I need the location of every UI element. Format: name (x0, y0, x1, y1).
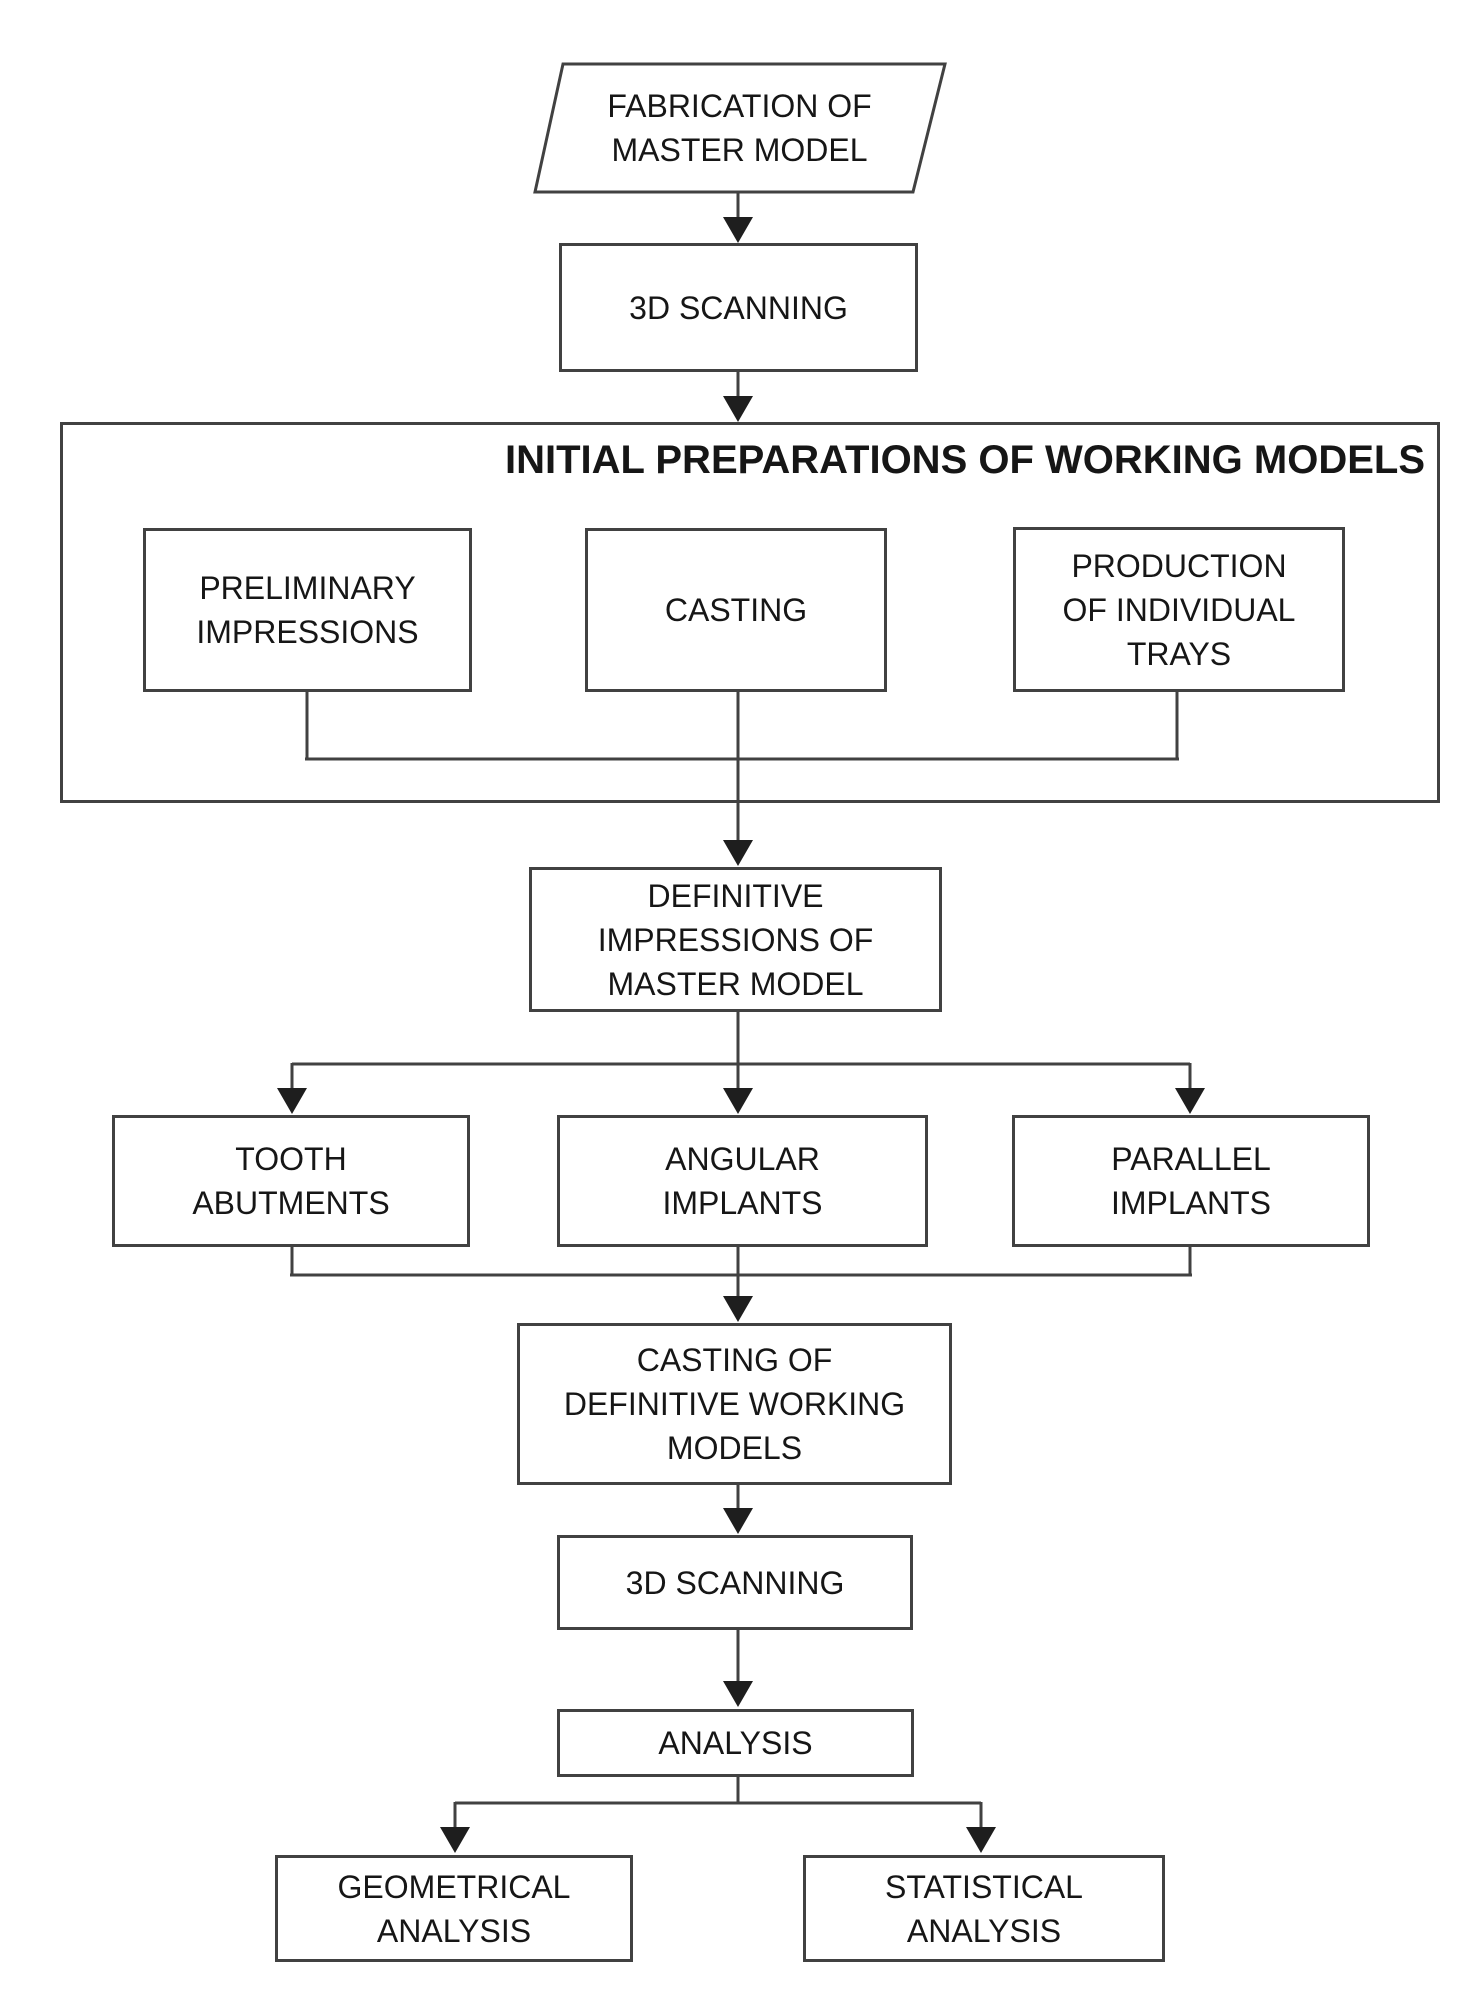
node-analysis: ANALYSIS (557, 1709, 914, 1777)
node-label: ANGULAR IMPLANTS (662, 1141, 823, 1221)
node-tooth-abutments: TOOTH ABUTMENTS (112, 1115, 470, 1247)
node-fabrication-of-master-model: FABRICATION OF MASTER MODEL (552, 72, 927, 184)
node-casting: CASTING (585, 528, 887, 692)
node-label: GEOMETRICAL ANALYSIS (337, 1868, 571, 1949)
node-label: TOOTH ABUTMENTS (192, 1141, 390, 1221)
node-label: PARALLEL IMPLANTS (1110, 1141, 1272, 1221)
node-production-of-individual-trays: PRODUCTION OF INDIVIDUAL TRAYS (1013, 527, 1345, 692)
node-label: 3D SCANNING (625, 1564, 845, 1601)
node-geometrical-analysis: GEOMETRICAL ANALYSIS (275, 1855, 633, 1962)
node-label: ANALYSIS (658, 1725, 813, 1761)
node-3d-scanning-2: 3D SCANNING (557, 1535, 913, 1630)
node-label: 3D SCANNING (629, 289, 848, 326)
node-label: CASTING (664, 592, 808, 628)
initial-preparations-group-title: INITIAL PREPARATIONS OF WORKING MODELS (505, 438, 1425, 482)
fabrication-parallelogram-shape (533, 62, 947, 194)
node-label: CASTING OF DEFINITIVE WORKING MODELS (563, 1342, 906, 1466)
node-preliminary-impressions: PRELIMINARY IMPRESSIONS (143, 528, 472, 692)
arrowheads (277, 217, 1205, 1853)
node-angular-implants: ANGULAR IMPLANTS (557, 1115, 928, 1247)
node-label: STATISTICAL ANALYSIS (885, 1868, 1083, 1949)
node-label: FABRICATION OF MASTER MODEL (607, 88, 872, 168)
node-label: DEFINITIVE IMPRESSIONS OF MASTER MODEL (597, 877, 874, 1002)
node-definitive-impressions: DEFINITIVE IMPRESSIONS OF MASTER MODEL (529, 867, 942, 1012)
node-parallel-implants: PARALLEL IMPLANTS (1012, 1115, 1370, 1247)
node-casting-of-definitive-working-models: CASTING OF DEFINITIVE WORKING MODELS (517, 1323, 952, 1485)
node-label: PRODUCTION OF INDIVIDUAL TRAYS (1062, 547, 1296, 672)
node-label: PRELIMINARY IMPRESSIONS (196, 570, 419, 650)
node-statistical-analysis: STATISTICAL ANALYSIS (803, 1855, 1165, 1962)
node-3d-scanning-1: 3D SCANNING (559, 243, 918, 372)
